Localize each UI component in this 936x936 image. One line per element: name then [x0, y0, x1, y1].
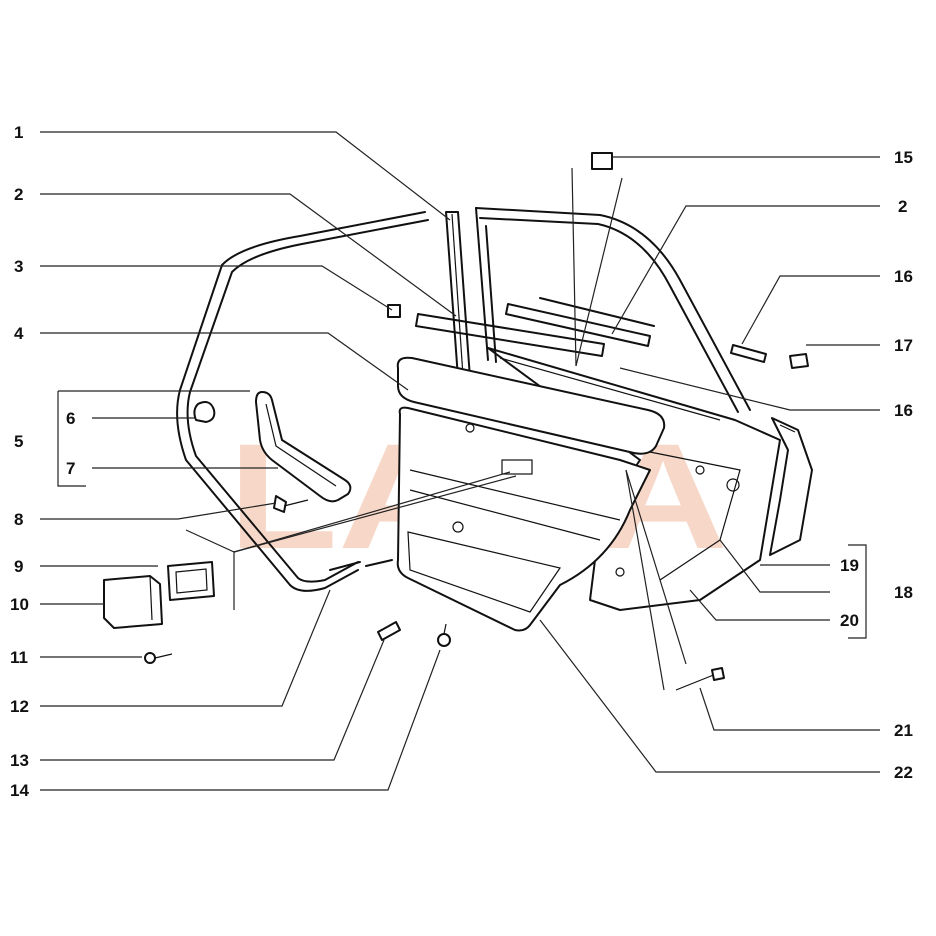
callout-15: 15 [894, 148, 913, 167]
callout-21: 21 [894, 721, 913, 740]
lock-knob [437, 623, 451, 647]
right-callouts: 15 2 16 17 16 19 18 20 21 22 [840, 148, 913, 782]
callout-9: 9 [14, 557, 23, 576]
escutcheon-frame [167, 561, 215, 601]
callout-4: 4 [14, 324, 24, 343]
plug-17 [789, 353, 809, 369]
callout-10: 10 [10, 595, 29, 614]
callout-11: 11 [10, 648, 28, 667]
callout-1: 1 [14, 123, 23, 142]
callout-22: 22 [894, 763, 913, 782]
callout-17: 17 [894, 336, 913, 355]
callout-2-right: 2 [898, 197, 907, 216]
callout-20: 20 [840, 611, 859, 630]
callout-7: 7 [66, 459, 75, 478]
callout-14: 14 [10, 781, 29, 800]
callout-13: 13 [10, 751, 29, 770]
sleeve-13 [377, 621, 401, 641]
pull-handle [255, 391, 352, 503]
clip-3 [387, 304, 401, 318]
callout-12: 12 [10, 697, 29, 716]
lock-rod [675, 667, 725, 691]
callout-3: 3 [14, 257, 23, 276]
callout-16-top: 16 [894, 267, 913, 286]
callout-16-bottom: 16 [894, 401, 913, 420]
handle-cap [193, 401, 216, 423]
leader-lines [40, 131, 880, 791]
callout-5: 5 [14, 432, 23, 451]
window-strip-outer [505, 297, 655, 347]
callout-18: 18 [894, 583, 913, 602]
callout-19: 19 [840, 556, 859, 575]
ashtray [103, 575, 163, 629]
armrest-upper-trim [396, 356, 666, 455]
door-trim-panel [396, 406, 651, 632]
outer-seal-strip [730, 344, 767, 363]
callout-8: 8 [14, 510, 23, 529]
callout-2-left: 2 [14, 185, 23, 204]
screw-8 [273, 495, 309, 513]
callout-6: 6 [66, 409, 75, 428]
screw-11 [144, 652, 173, 664]
glass-guide-channel [445, 211, 471, 379]
window-strip-inner [415, 313, 605, 357]
seal-segment [329, 559, 393, 571]
clip-15 [591, 152, 613, 170]
door-rear-edge [769, 417, 813, 556]
left-callouts: 1 2 3 4 5 6 7 8 9 10 11 12 13 14 [10, 123, 75, 800]
